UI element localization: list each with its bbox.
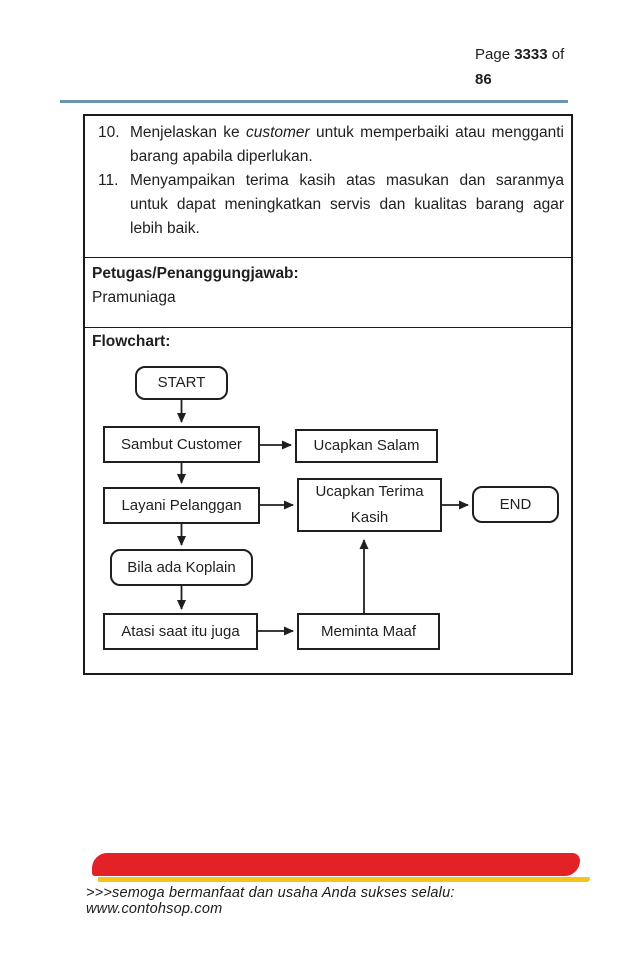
item10-text-post: untuk memperbaiki atau mengganti barang … bbox=[130, 124, 564, 165]
header-divider-rule bbox=[60, 100, 568, 103]
flowchart-node-sambut-customer: Sambut Customer bbox=[103, 426, 260, 463]
page-number: 3333 bbox=[514, 46, 548, 63]
list-item-number: 11. bbox=[98, 172, 119, 189]
list-item-text: Menjelaskan ke customer untuk memperbaik… bbox=[130, 121, 564, 169]
flowchart-node-ucapkan-terima-kasih: Ucapkan Terima Kasih bbox=[297, 478, 442, 532]
flowchart-node-bila-ada-koplain: Bila ada Koplain bbox=[110, 549, 253, 586]
petugas-label: Petugas/Penanggungjawab: bbox=[92, 265, 299, 282]
page-number-line2: 86 bbox=[475, 67, 575, 92]
flowchart-node-start: START bbox=[135, 366, 228, 400]
flowchart-label: Flowchart: bbox=[92, 333, 171, 350]
petugas-row: Petugas/Penanggungjawab: Pramuniaga bbox=[85, 257, 571, 327]
list-item: 11. Menyampaikan terima kasih atas masuk… bbox=[98, 169, 564, 241]
page-word: Page bbox=[475, 46, 511, 63]
flowchart-node-layani-pelanggan: Layani Pelanggan bbox=[103, 487, 260, 524]
footer-tagline: >>>semoga bermanfaat dan usaha Anda suks… bbox=[86, 885, 455, 917]
page-number-header: Page 3333 of 86 bbox=[475, 42, 575, 92]
of-word: of bbox=[551, 46, 565, 63]
flowchart-node-meminta-maaf: Meminta Maaf bbox=[297, 613, 440, 650]
procedure-list-row: 10. Menjelaskan ke customer untuk memper… bbox=[85, 116, 571, 257]
list-item-number: 10. bbox=[98, 124, 120, 141]
item10-italic-word: customer bbox=[245, 124, 310, 141]
page-number-line1: Page 3333 of bbox=[475, 42, 575, 67]
petugas-value: Pramuniaga bbox=[92, 289, 176, 306]
flowchart-node-atasi-saat-itu-juga: Atasi saat itu juga bbox=[103, 613, 258, 650]
footer-red-swoosh bbox=[92, 853, 580, 876]
list-item: 10. Menjelaskan ke customer untuk memper… bbox=[98, 121, 564, 169]
footer-yellow-underline bbox=[98, 877, 590, 882]
flowchart-row: Flowchart: START Sambut Customer bbox=[85, 327, 571, 673]
flowchart-node-end: END bbox=[472, 486, 559, 523]
total-pages: 86 bbox=[475, 71, 492, 88]
sop-table: 10. Menjelaskan ke customer untuk memper… bbox=[83, 114, 573, 675]
flowchart-node-ucapkan-salam: Ucapkan Salam bbox=[295, 429, 438, 463]
list-item-text: Menyampaikan terima kasih atas masukan d… bbox=[130, 172, 564, 237]
item10-text-pre: Menjelaskan ke bbox=[130, 124, 240, 141]
